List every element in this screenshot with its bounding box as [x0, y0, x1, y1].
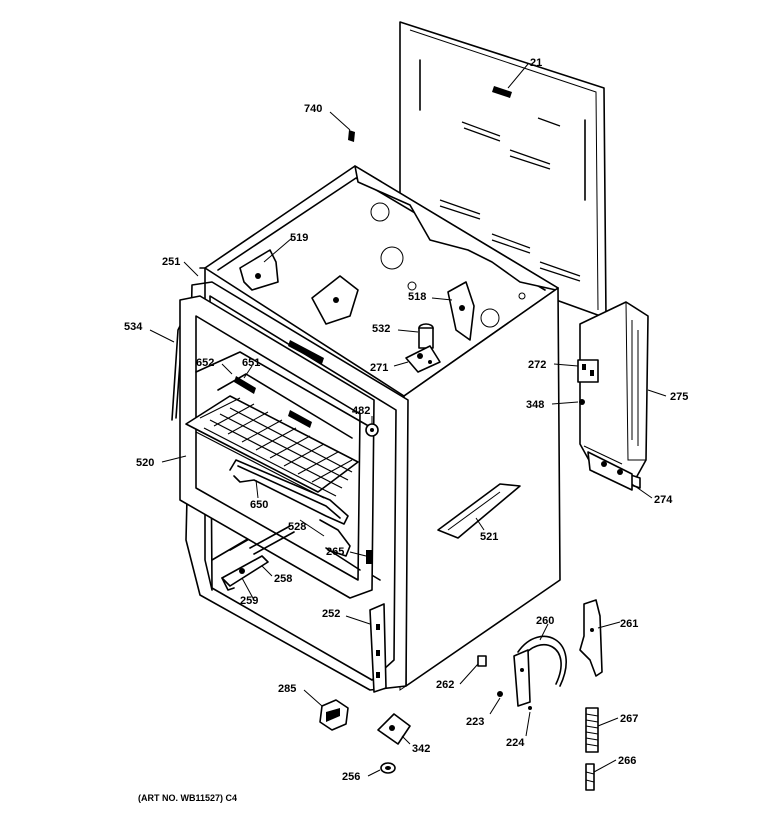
label-258: 258 [274, 573, 292, 585]
label-285: 285 [278, 683, 296, 695]
hinge-252 [369, 603, 387, 693]
bracket-519 [239, 249, 279, 291]
screw-740 [348, 130, 355, 142]
label-651: 651 [242, 357, 260, 369]
label-256: 256 [342, 771, 360, 783]
screw-223 [497, 691, 503, 697]
part-number-labels: 21 740 519 251 534 652 651 518 532 271 2… [124, 57, 688, 783]
label-267: 267 [620, 713, 638, 725]
label-534: 534 [124, 321, 143, 333]
label-342: 342 [412, 743, 430, 755]
top-plate [311, 275, 359, 325]
hinge-arm-260 [513, 635, 567, 707]
label-518: 518 [408, 291, 426, 303]
label-275: 275 [670, 391, 688, 403]
leader-lines [149, 63, 667, 777]
label-21: 21 [530, 57, 542, 69]
screw-265 [366, 550, 372, 564]
oven-rack-651 [185, 351, 373, 499]
hinge-bracket-258 [221, 525, 295, 591]
label-223: 223 [466, 716, 484, 728]
label-274: 274 [654, 494, 673, 506]
broil-element-528 [319, 519, 361, 571]
label-650: 650 [250, 499, 268, 511]
label-532: 532 [372, 323, 390, 335]
label-261: 261 [620, 618, 638, 630]
label-519: 519 [290, 232, 308, 244]
label-260: 260 [536, 615, 554, 627]
label-652: 652 [196, 357, 214, 369]
bracket-274 [587, 451, 633, 491]
switch-272 [577, 359, 599, 383]
label-482: 482 [352, 405, 370, 417]
screw-348 [579, 399, 585, 405]
terminal-block-271 [405, 345, 441, 373]
label-266: 266 [618, 755, 636, 767]
label-251: 251 [162, 256, 180, 268]
art-number-caption: (ART NO. WB11527) C4 [138, 793, 237, 803]
label-265: 265 [326, 546, 344, 558]
label-348: 348 [526, 399, 544, 411]
sensor-482 [365, 423, 379, 437]
label-520: 520 [136, 457, 154, 469]
foot-256 [380, 762, 396, 774]
screw-224 [528, 706, 532, 710]
thermostat-532 [418, 323, 434, 349]
hinge-261 [579, 599, 603, 677]
label-528: 528 [288, 521, 306, 533]
label-259: 259 [240, 595, 258, 607]
label-252: 252 [322, 608, 340, 620]
label-262: 262 [436, 679, 454, 691]
spring-pin-266 [585, 763, 595, 791]
bake-element-650 [229, 459, 349, 525]
label-224: 224 [506, 737, 525, 749]
label-521: 521 [480, 531, 498, 543]
spring-267 [585, 707, 599, 753]
clip-262 [477, 655, 487, 667]
bracket-518 [447, 281, 475, 341]
label-740: 740 [304, 103, 322, 115]
label-272: 272 [528, 359, 546, 371]
label-271: 271 [370, 362, 388, 374]
block-285 [319, 699, 349, 731]
